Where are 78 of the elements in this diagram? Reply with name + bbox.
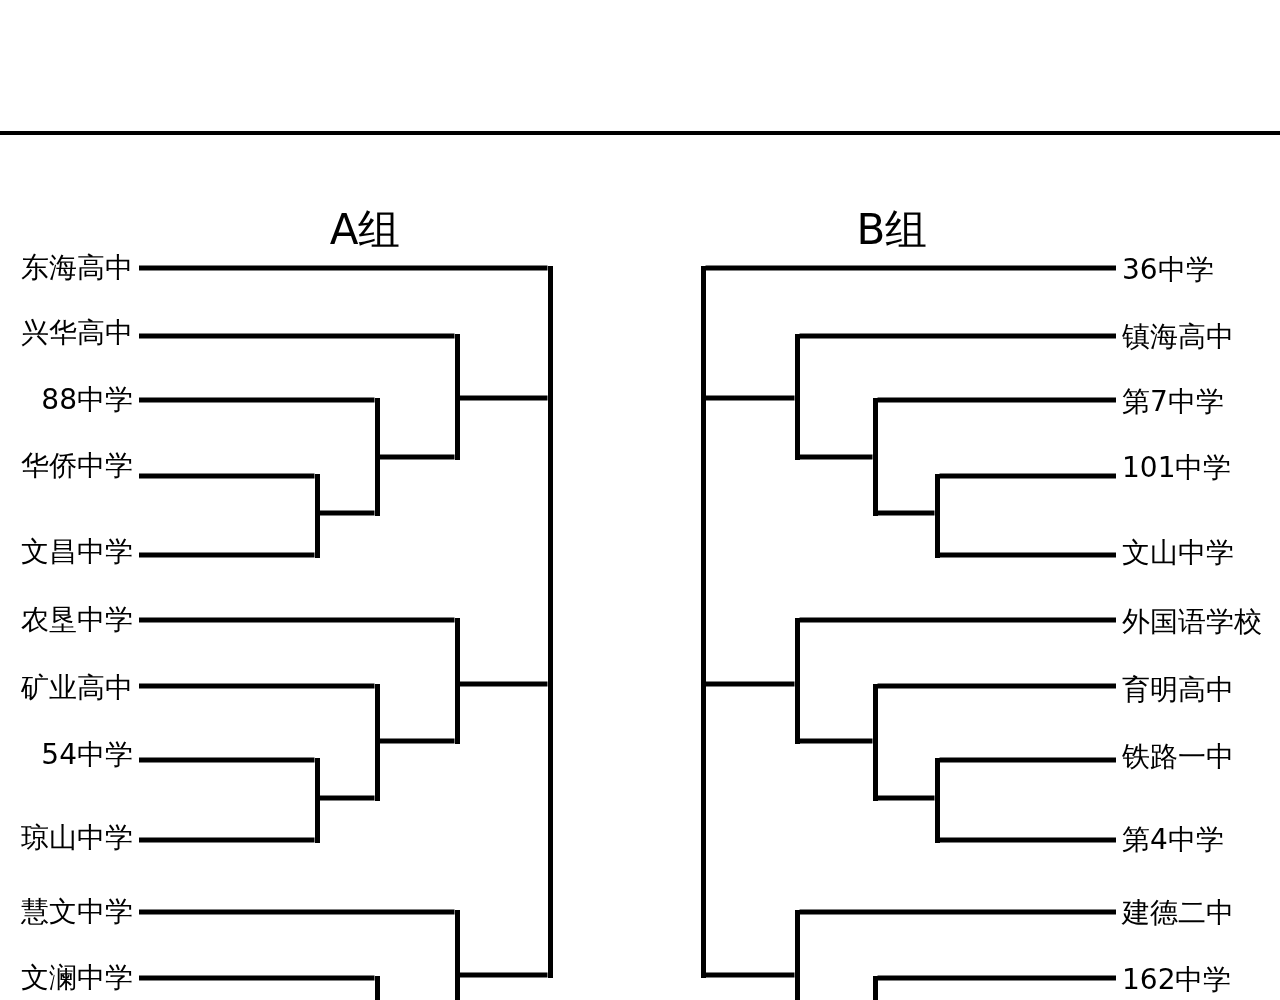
bracket-bar: [314, 473, 320, 558]
school-name: 36中学: [1122, 256, 1214, 284]
connector-line: [459, 681, 548, 687]
connector-line: [139, 837, 315, 843]
connector-line: [139, 757, 315, 763]
school-name: 东海高中: [21, 254, 133, 282]
bracket-bar: [314, 757, 320, 843]
connector-line: [379, 454, 455, 460]
school-name: 162中学: [1122, 966, 1232, 994]
connector-line: [799, 738, 873, 744]
bracket-bar: [454, 333, 460, 460]
bracket-bar: [374, 683, 380, 801]
connector-line: [139, 265, 548, 271]
connector-line: [459, 972, 548, 978]
bracket-bar: [794, 909, 800, 1000]
connector-line: [799, 909, 1116, 915]
connector-line: [139, 617, 455, 623]
school-name: 慧文中学: [21, 898, 133, 926]
school-name: 101中学: [1122, 454, 1232, 482]
school-name: 文澜中学: [21, 964, 133, 992]
school-name: 54中学: [41, 741, 133, 769]
bracket-bar: [872, 683, 878, 801]
bracket-bar: [454, 909, 460, 1000]
connector-line: [139, 473, 315, 479]
group-heading: B组: [856, 209, 928, 251]
school-name: 88中学: [41, 386, 133, 414]
connector-line: [139, 552, 315, 558]
school-name: 矿业高中: [21, 674, 133, 702]
connector-line: [939, 552, 1116, 558]
bracket-bar: [872, 975, 878, 1000]
school-name: 兴华高中: [21, 319, 133, 347]
connector-line: [705, 395, 795, 401]
group-heading: A组: [329, 209, 401, 251]
connector-line: [939, 473, 1116, 479]
school-name: 文昌中学: [21, 538, 133, 566]
connector-line: [877, 795, 935, 801]
connector-line: [799, 333, 1116, 339]
connector-line: [379, 738, 455, 744]
school-name: 农垦中学: [21, 606, 133, 634]
bracket-bar: [374, 397, 380, 516]
school-name: 外国语学校: [1122, 608, 1262, 636]
connector-line: [139, 909, 455, 915]
bracket-bar: [374, 975, 380, 1000]
bracket-bar: [872, 397, 878, 516]
connector-line: [705, 265, 1116, 271]
school-name: 琼山中学: [21, 824, 133, 852]
school-name: 铁路一中: [1122, 743, 1234, 771]
school-name: 第4中学: [1122, 826, 1224, 854]
school-name: 文山中学: [1122, 539, 1234, 567]
school-name: 育明高中: [1122, 676, 1234, 704]
bracket-bar: [700, 265, 706, 978]
bracket-bar: [794, 617, 800, 744]
school-name: 第7中学: [1122, 388, 1224, 416]
school-name: 镇海高中: [1122, 323, 1234, 351]
connector-line: [139, 397, 375, 403]
connector-line: [319, 795, 375, 801]
bracket-bar: [794, 333, 800, 460]
connector-line: [939, 757, 1116, 763]
bracket-bar: [934, 757, 940, 843]
connector-line: [139, 975, 375, 981]
connector-line: [319, 510, 375, 516]
school-name: 建德二中: [1122, 899, 1234, 927]
connector-line: [877, 397, 1116, 403]
connector-line: [799, 454, 873, 460]
school-name: 华侨中学: [21, 452, 133, 480]
bracket-bar: [547, 265, 553, 978]
connector-line: [939, 837, 1116, 843]
bracket-bar: [454, 617, 460, 744]
connector-line: [139, 333, 455, 339]
connector-line: [877, 510, 935, 516]
connector-line: [877, 683, 1116, 689]
connector-line: [877, 975, 1116, 981]
connector-line: [705, 681, 795, 687]
connector-line: [139, 683, 375, 689]
connector-line: [459, 395, 548, 401]
connector-line: [799, 617, 1116, 623]
bracket-bar: [934, 473, 940, 558]
connector-line: [705, 972, 795, 978]
